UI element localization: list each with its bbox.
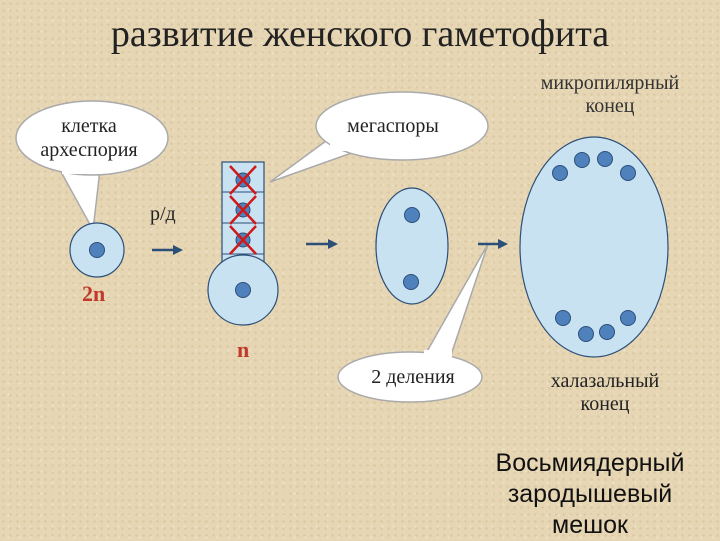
label-line: клетка <box>61 115 117 137</box>
two-nucleate-sac <box>375 187 449 305</box>
slide-title: развитие женского гаметофита <box>110 13 610 55</box>
nucleus <box>403 274 419 290</box>
label-line: зародышевый <box>507 480 673 508</box>
label-line: мешок <box>552 511 628 539</box>
label-line: Восьмиядерный <box>495 449 685 477</box>
callout-archesporium <box>15 100 169 233</box>
label-division-type: р/д <box>150 203 176 225</box>
nucleus <box>578 326 594 342</box>
label-ploidy-n: n <box>237 337 250 362</box>
functional-megaspore-nucleus <box>235 282 251 298</box>
label-line: конец <box>580 393 630 415</box>
label-ploidy-2n: 2n <box>82 281 106 306</box>
nucleus <box>599 324 615 340</box>
callout-two-divisions <box>337 243 489 403</box>
archesporial-nucleus <box>89 242 105 258</box>
arrow-3 <box>478 239 508 249</box>
nucleus <box>620 165 636 181</box>
nucleus <box>620 310 636 326</box>
label-archesporium: клетка археспория <box>14 114 164 162</box>
label-chalazal-end: халазальный конец <box>505 370 705 416</box>
megaspore-tetrad <box>207 161 279 326</box>
callout-megaspores <box>269 91 489 183</box>
archesporial-cell <box>69 222 125 278</box>
eight-nucleate-sac <box>519 136 669 358</box>
label-line: микропилярный <box>540 72 680 94</box>
nucleus <box>404 207 420 223</box>
label-line: конец <box>585 95 635 117</box>
nucleus <box>574 152 590 168</box>
label-line: халазальный <box>550 370 660 392</box>
nucleus <box>552 165 568 181</box>
label-embryo-sac: Восьмиядерный зародышевый мешок <box>460 448 720 541</box>
label-line: археспория <box>40 139 138 161</box>
degeneration-cross <box>229 225 257 255</box>
label-micropylar-end: микропилярный конец <box>500 72 720 118</box>
label-megaspores: мегаспоры <box>347 115 439 137</box>
arrow-2 <box>306 239 338 249</box>
nucleus <box>597 151 613 167</box>
nucleus <box>555 310 571 326</box>
arrow-1 <box>152 245 183 255</box>
degeneration-cross <box>229 195 257 225</box>
degeneration-cross <box>229 165 257 195</box>
label-two-divisions: 2 деления <box>371 366 455 388</box>
